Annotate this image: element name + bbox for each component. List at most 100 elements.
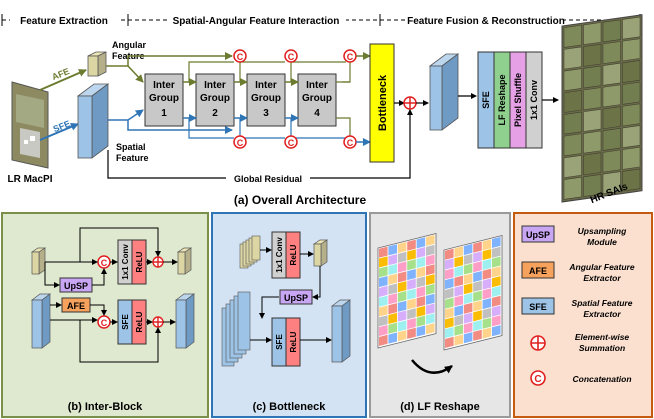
sai-tile <box>602 149 621 173</box>
concat-symbol: C <box>101 318 108 328</box>
legend-sfe-text-2: Extractor <box>583 309 621 319</box>
inter-spatial-input <box>30 293 52 349</box>
reshape-cell <box>407 249 416 261</box>
sai-tile <box>563 90 582 113</box>
bottleneck-relu1-label: ReLU <box>289 244 298 265</box>
reshape-cell <box>454 256 463 268</box>
reshape-cell <box>388 254 397 266</box>
inter-sum-bottom <box>152 316 164 328</box>
input-label: LR MacPI <box>7 174 52 185</box>
reshape-cell <box>454 334 463 346</box>
reshape-cell <box>416 266 426 278</box>
reshape-cell <box>473 310 482 322</box>
reshape-cell <box>445 327 454 339</box>
sai-tile <box>622 38 641 62</box>
bottleneck-conv-label: 1x1 Conv <box>275 237 284 273</box>
legend-summation: Element-wise Summation <box>530 332 630 353</box>
reshape-cell <box>397 310 407 322</box>
reshape-cell <box>379 266 388 278</box>
recon-lf-reshape: LF Reshape <box>497 74 507 125</box>
spatial-feature-label-1: Spatial <box>116 142 146 152</box>
concat-node-top-3: C <box>343 49 357 63</box>
sai-tile <box>563 155 582 178</box>
sai-tile <box>583 87 602 111</box>
sai-tile <box>602 171 621 195</box>
reshape-cell <box>397 320 407 332</box>
reshape-cell <box>492 315 501 327</box>
reshape-cell <box>388 283 397 295</box>
reshape-cell <box>416 315 426 327</box>
reshape-cell <box>473 300 482 312</box>
sai-tile <box>583 43 602 67</box>
inter-concat-top: C <box>97 255 111 269</box>
legend-upsp-text-1: Upsampling <box>578 226 627 236</box>
reshape-cell <box>482 278 492 290</box>
inter-group-1: Inter Group 1 <box>144 73 184 127</box>
reshape-cell <box>482 249 492 261</box>
reshape-cell <box>445 258 454 270</box>
legend-upsp: UpSP Upsampling Module <box>521 225 627 247</box>
reshape-cell <box>407 239 416 251</box>
reshape-cell <box>492 295 501 307</box>
legend-afe: AFE Angular Feature Extractor <box>521 261 635 283</box>
reshape-cell <box>473 241 482 253</box>
sai-tile <box>622 81 641 105</box>
stage-feature-interaction: Spatial-Angular Feature Interaction <box>173 16 340 27</box>
reshape-cell <box>492 325 501 337</box>
reshape-cell <box>482 239 492 251</box>
reshape-input-grid <box>377 233 437 349</box>
reshape-cell <box>445 317 454 329</box>
panel-lf-reshape: (d) LF Reshape <box>369 212 511 418</box>
reshape-cell <box>407 278 416 290</box>
reshape-cell <box>473 280 482 292</box>
concat-symbol: C <box>288 138 295 148</box>
reshape-cell <box>445 297 454 309</box>
reshape-cell <box>463 243 473 256</box>
sai-tile <box>563 46 582 70</box>
sai-tile <box>622 60 641 83</box>
legend-summation-text-1: Element-wise <box>575 332 630 342</box>
reshape-cell <box>463 263 473 275</box>
bottleneck-relu2-label: ReLU <box>289 331 298 352</box>
inter-group-1-line1: Inter <box>153 80 175 91</box>
reshape-cell <box>454 285 463 297</box>
reshape-cell <box>388 322 397 334</box>
concat-node-top-2: C <box>284 49 298 63</box>
inter-afe-block: AFE <box>61 297 91 313</box>
concat-symbol: C <box>101 258 108 268</box>
reshape-cell <box>454 275 463 287</box>
reshape-cell <box>397 290 407 303</box>
reshape-cell <box>445 307 454 319</box>
reshape-cell <box>388 273 397 285</box>
legend-afe-text-1: Angular Feature <box>568 262 634 272</box>
reshape-cell <box>416 247 426 259</box>
reshape-cell <box>407 298 416 310</box>
inter-group-4: Inter Group 4 <box>297 73 337 127</box>
panel-inter-block: UpSP AFE C C 1x1 Conv ReLU SFE ReL <box>1 212 209 418</box>
reshape-cell <box>482 327 492 339</box>
legend-sfe-text-1: Spatial Feature <box>572 298 633 308</box>
sai-tile <box>602 106 621 130</box>
inter-spatial-output <box>174 293 196 349</box>
spatial-feature-block <box>76 83 110 159</box>
reshape-cell <box>379 325 388 337</box>
reshape-cell <box>416 276 426 288</box>
sai-tile <box>622 103 641 127</box>
bottleneck-block: Bottleneck <box>369 43 395 163</box>
sai-tile <box>583 109 602 132</box>
concat-symbol: C <box>288 52 295 62</box>
sai-tile <box>563 111 582 135</box>
inter-group-4-line2: Group <box>302 93 332 104</box>
reshape-cell <box>426 254 435 266</box>
bottleneck-angular-output <box>312 239 329 267</box>
fused-feature-block <box>428 53 460 131</box>
bottleneck-angular-stack <box>239 235 261 269</box>
reshape-cell <box>407 327 416 339</box>
sai-tile <box>622 146 641 170</box>
legend-afe-text-2: Extractor <box>583 273 621 283</box>
reshape-cell <box>482 268 492 280</box>
inter-relu1-label: ReLU <box>135 251 144 272</box>
reshape-cell <box>492 236 501 249</box>
legend-upsp-badge: UpSP <box>526 230 550 240</box>
reshape-cell <box>454 265 463 278</box>
